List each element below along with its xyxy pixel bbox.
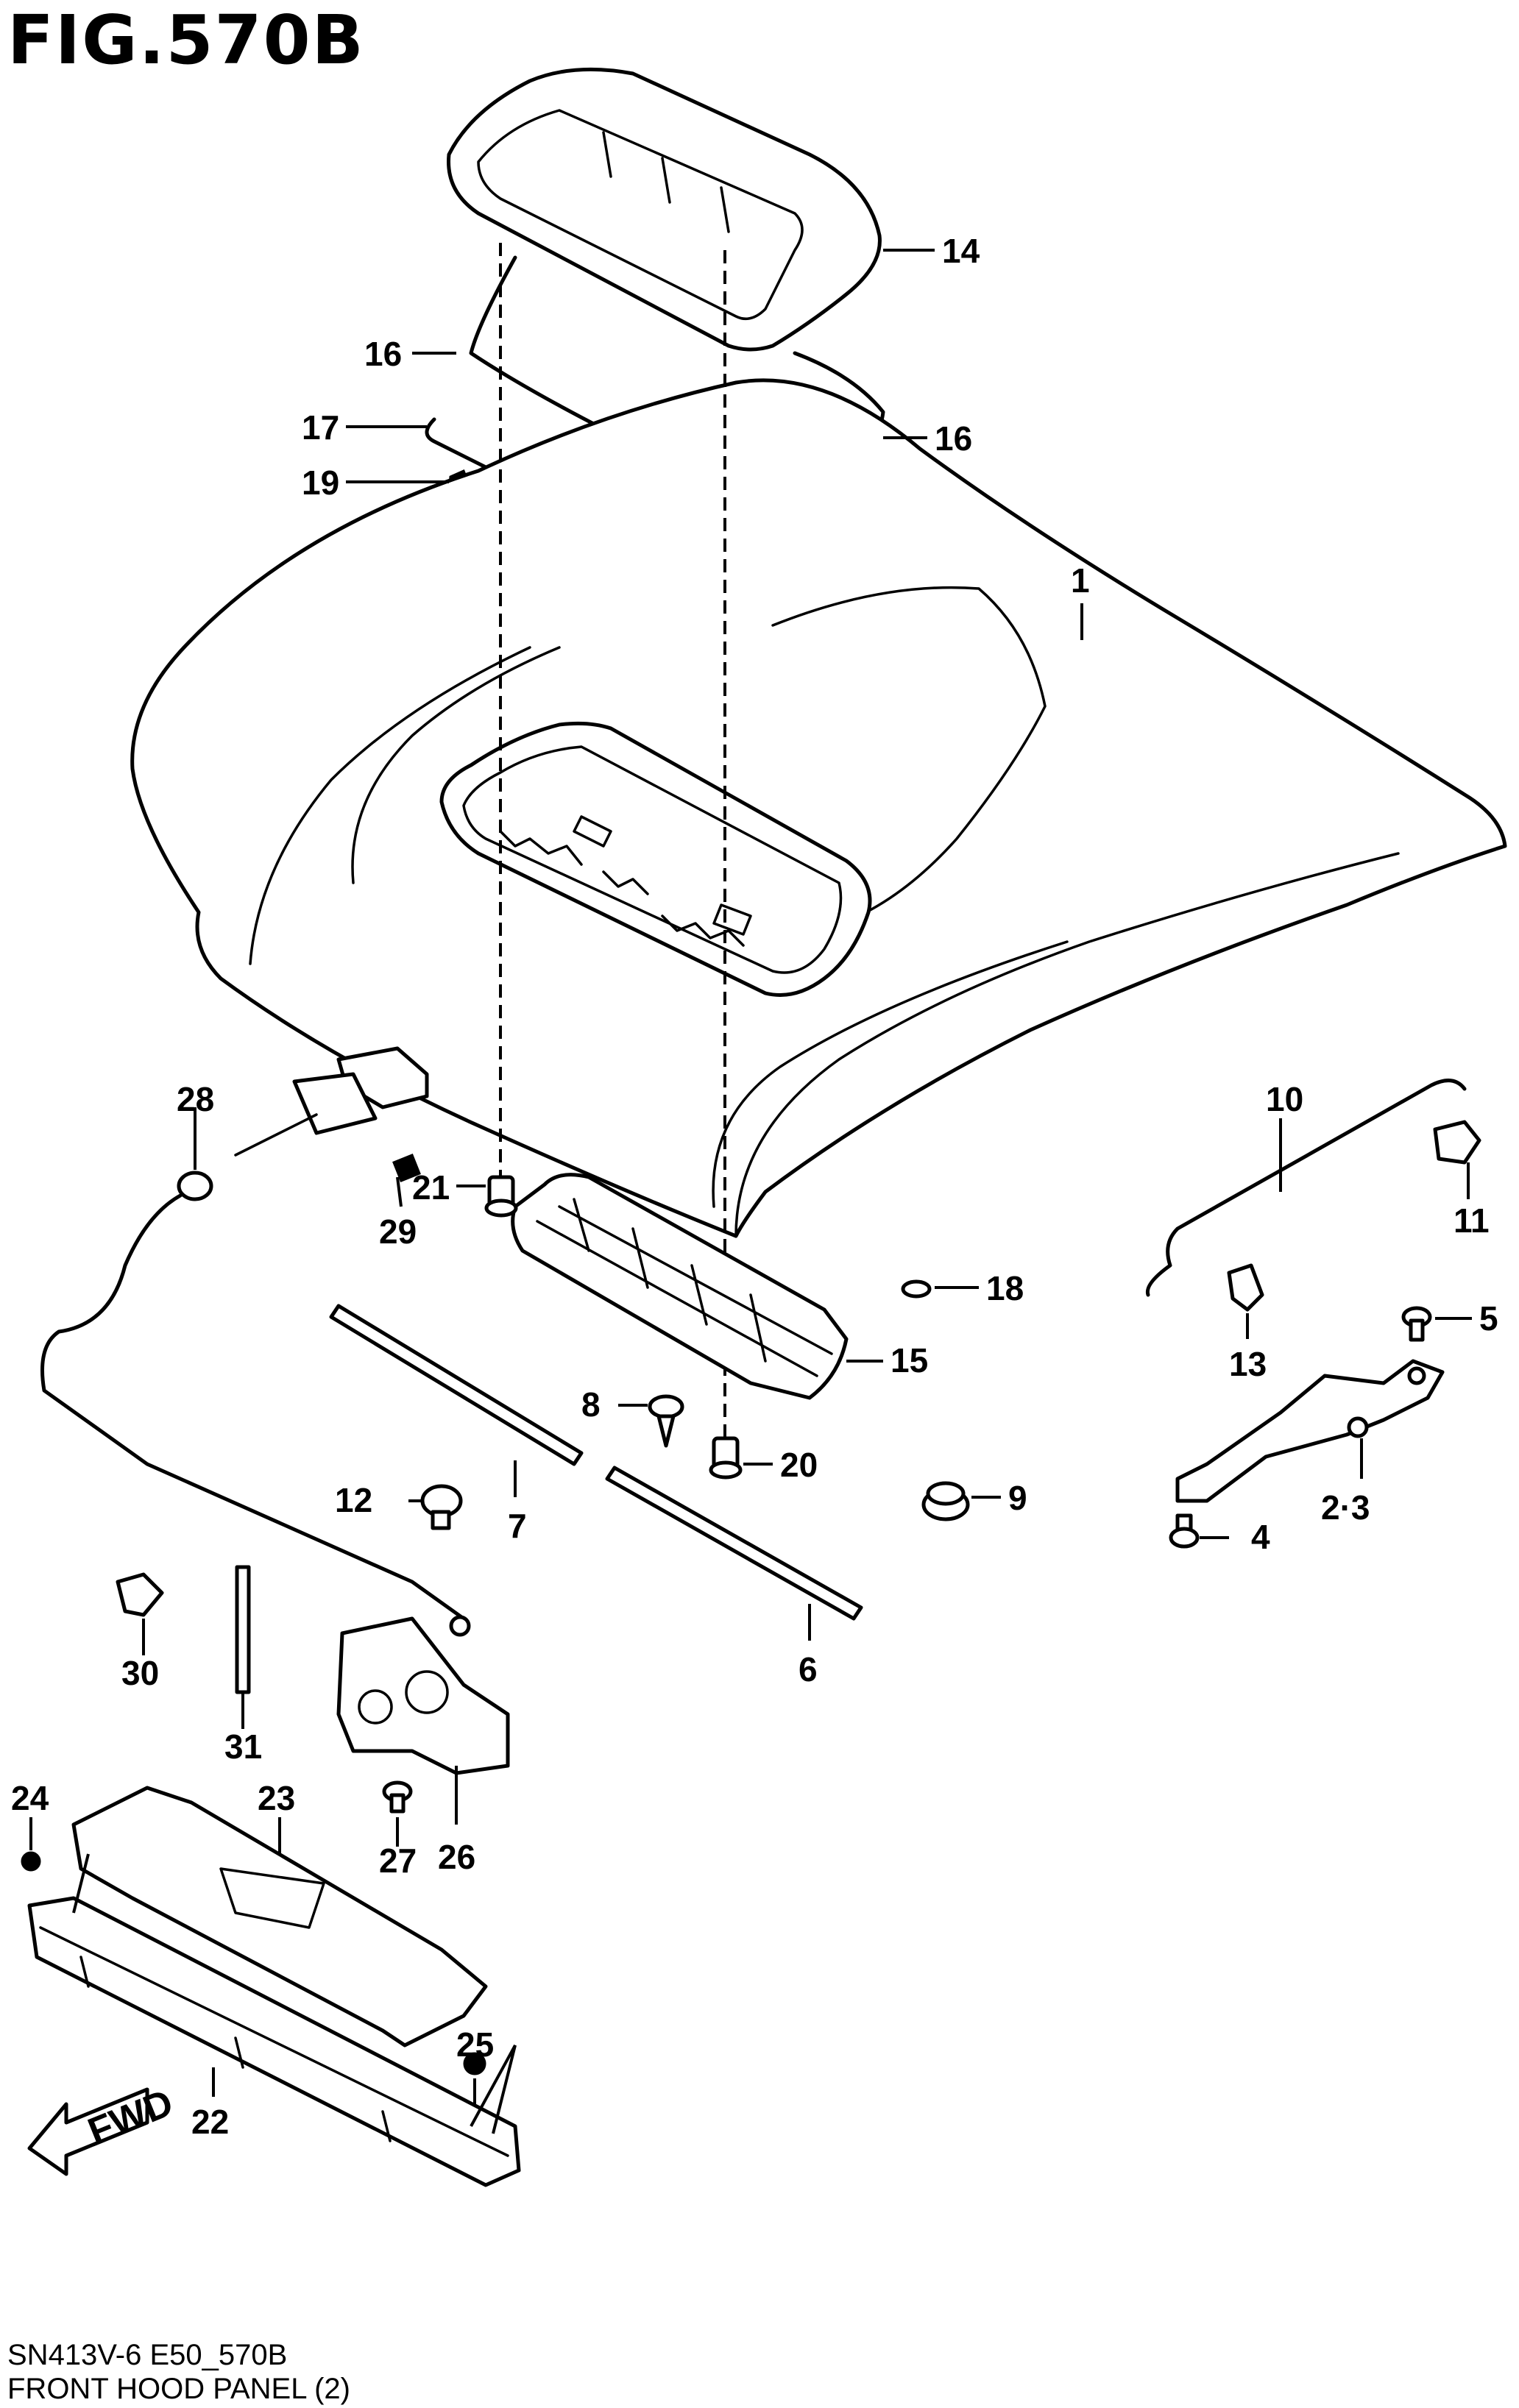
bolt-24 xyxy=(21,1851,41,1872)
hood-release-cable xyxy=(40,1046,471,1637)
scoop-grille xyxy=(511,1173,849,1400)
holder-11 xyxy=(1433,1120,1481,1165)
fwd-label: FWD xyxy=(82,2081,180,2153)
callout-24: 24 xyxy=(11,1779,49,1817)
callouts: 1 2·3 4 5 6 7 8 9 10 11 12 13 14 15 16 1… xyxy=(11,232,1498,2141)
callout-9: 9 xyxy=(1008,1479,1027,1517)
bolt-4 xyxy=(1169,1513,1200,1549)
clip-29 xyxy=(392,1154,421,1182)
callout-11: 11 xyxy=(1454,1201,1490,1240)
callout-2-3: 2·3 xyxy=(1321,1488,1370,1527)
callout-4: 4 xyxy=(1251,1518,1270,1556)
callout-31: 31 xyxy=(224,1727,262,1766)
figure-code: SN413V-6 E50_570B xyxy=(7,2339,288,2371)
bolt-27 xyxy=(382,1780,413,1814)
lock-brace xyxy=(71,1786,488,2047)
hood-latch xyxy=(336,1616,510,1775)
callout-8: 8 xyxy=(581,1385,601,1424)
callout-10: 10 xyxy=(1266,1080,1303,1118)
hood-hinge xyxy=(1175,1359,1445,1503)
bolt-20 xyxy=(709,1436,743,1480)
clip-13 xyxy=(1227,1263,1264,1312)
callout-7: 7 xyxy=(508,1507,527,1545)
hood-panel xyxy=(130,378,1507,1238)
callout-28: 28 xyxy=(177,1080,214,1118)
callout-20: 20 xyxy=(780,1446,818,1484)
callout-27: 27 xyxy=(379,1841,417,1880)
rod-31 xyxy=(235,1565,251,1694)
ring-18 xyxy=(901,1279,932,1299)
callout-16-upper: 16 xyxy=(364,335,402,373)
fwd-direction-arrow: FWD xyxy=(27,2081,180,2176)
front-upper-member xyxy=(27,1853,521,2187)
callout-16-lower: 16 xyxy=(935,419,972,458)
bolt-5 xyxy=(1401,1306,1432,1342)
hood-support-rod xyxy=(1145,1079,1467,1297)
seal-strip-7 xyxy=(329,1304,584,1466)
callout-18: 18 xyxy=(986,1269,1024,1307)
clip-8 xyxy=(648,1394,684,1448)
callout-23: 23 xyxy=(258,1779,295,1817)
callout-13: 13 xyxy=(1229,1345,1267,1383)
callout-6: 6 xyxy=(799,1650,818,1688)
callout-14: 14 xyxy=(942,232,980,270)
bolt-25 xyxy=(463,2052,486,2075)
callout-15: 15 xyxy=(890,1341,928,1379)
figure-title: FIG.570B xyxy=(7,1,365,79)
callout-17: 17 xyxy=(302,408,339,447)
bumper-12 xyxy=(420,1484,463,1530)
seal-strip-6 xyxy=(605,1466,863,1621)
callout-1: 1 xyxy=(1071,561,1090,600)
callout-30: 30 xyxy=(121,1654,159,1692)
callout-22: 22 xyxy=(191,2103,229,2141)
callout-5: 5 xyxy=(1479,1299,1498,1338)
callout-29: 29 xyxy=(379,1212,417,1251)
callout-12: 12 xyxy=(335,1481,372,1519)
bolt-21 xyxy=(484,1175,518,1218)
figure-name: FRONT HOOD PANEL (2) xyxy=(7,2373,350,2405)
callout-19: 19 xyxy=(302,464,339,502)
hood-scoop-cover xyxy=(447,67,882,352)
callout-26: 26 xyxy=(438,1838,475,1876)
leader-lines xyxy=(29,249,1472,2104)
clip-30 xyxy=(116,1572,164,1617)
callout-21: 21 xyxy=(412,1168,450,1207)
callout-25: 25 xyxy=(456,2025,494,2064)
grommet-9 xyxy=(921,1481,970,1521)
